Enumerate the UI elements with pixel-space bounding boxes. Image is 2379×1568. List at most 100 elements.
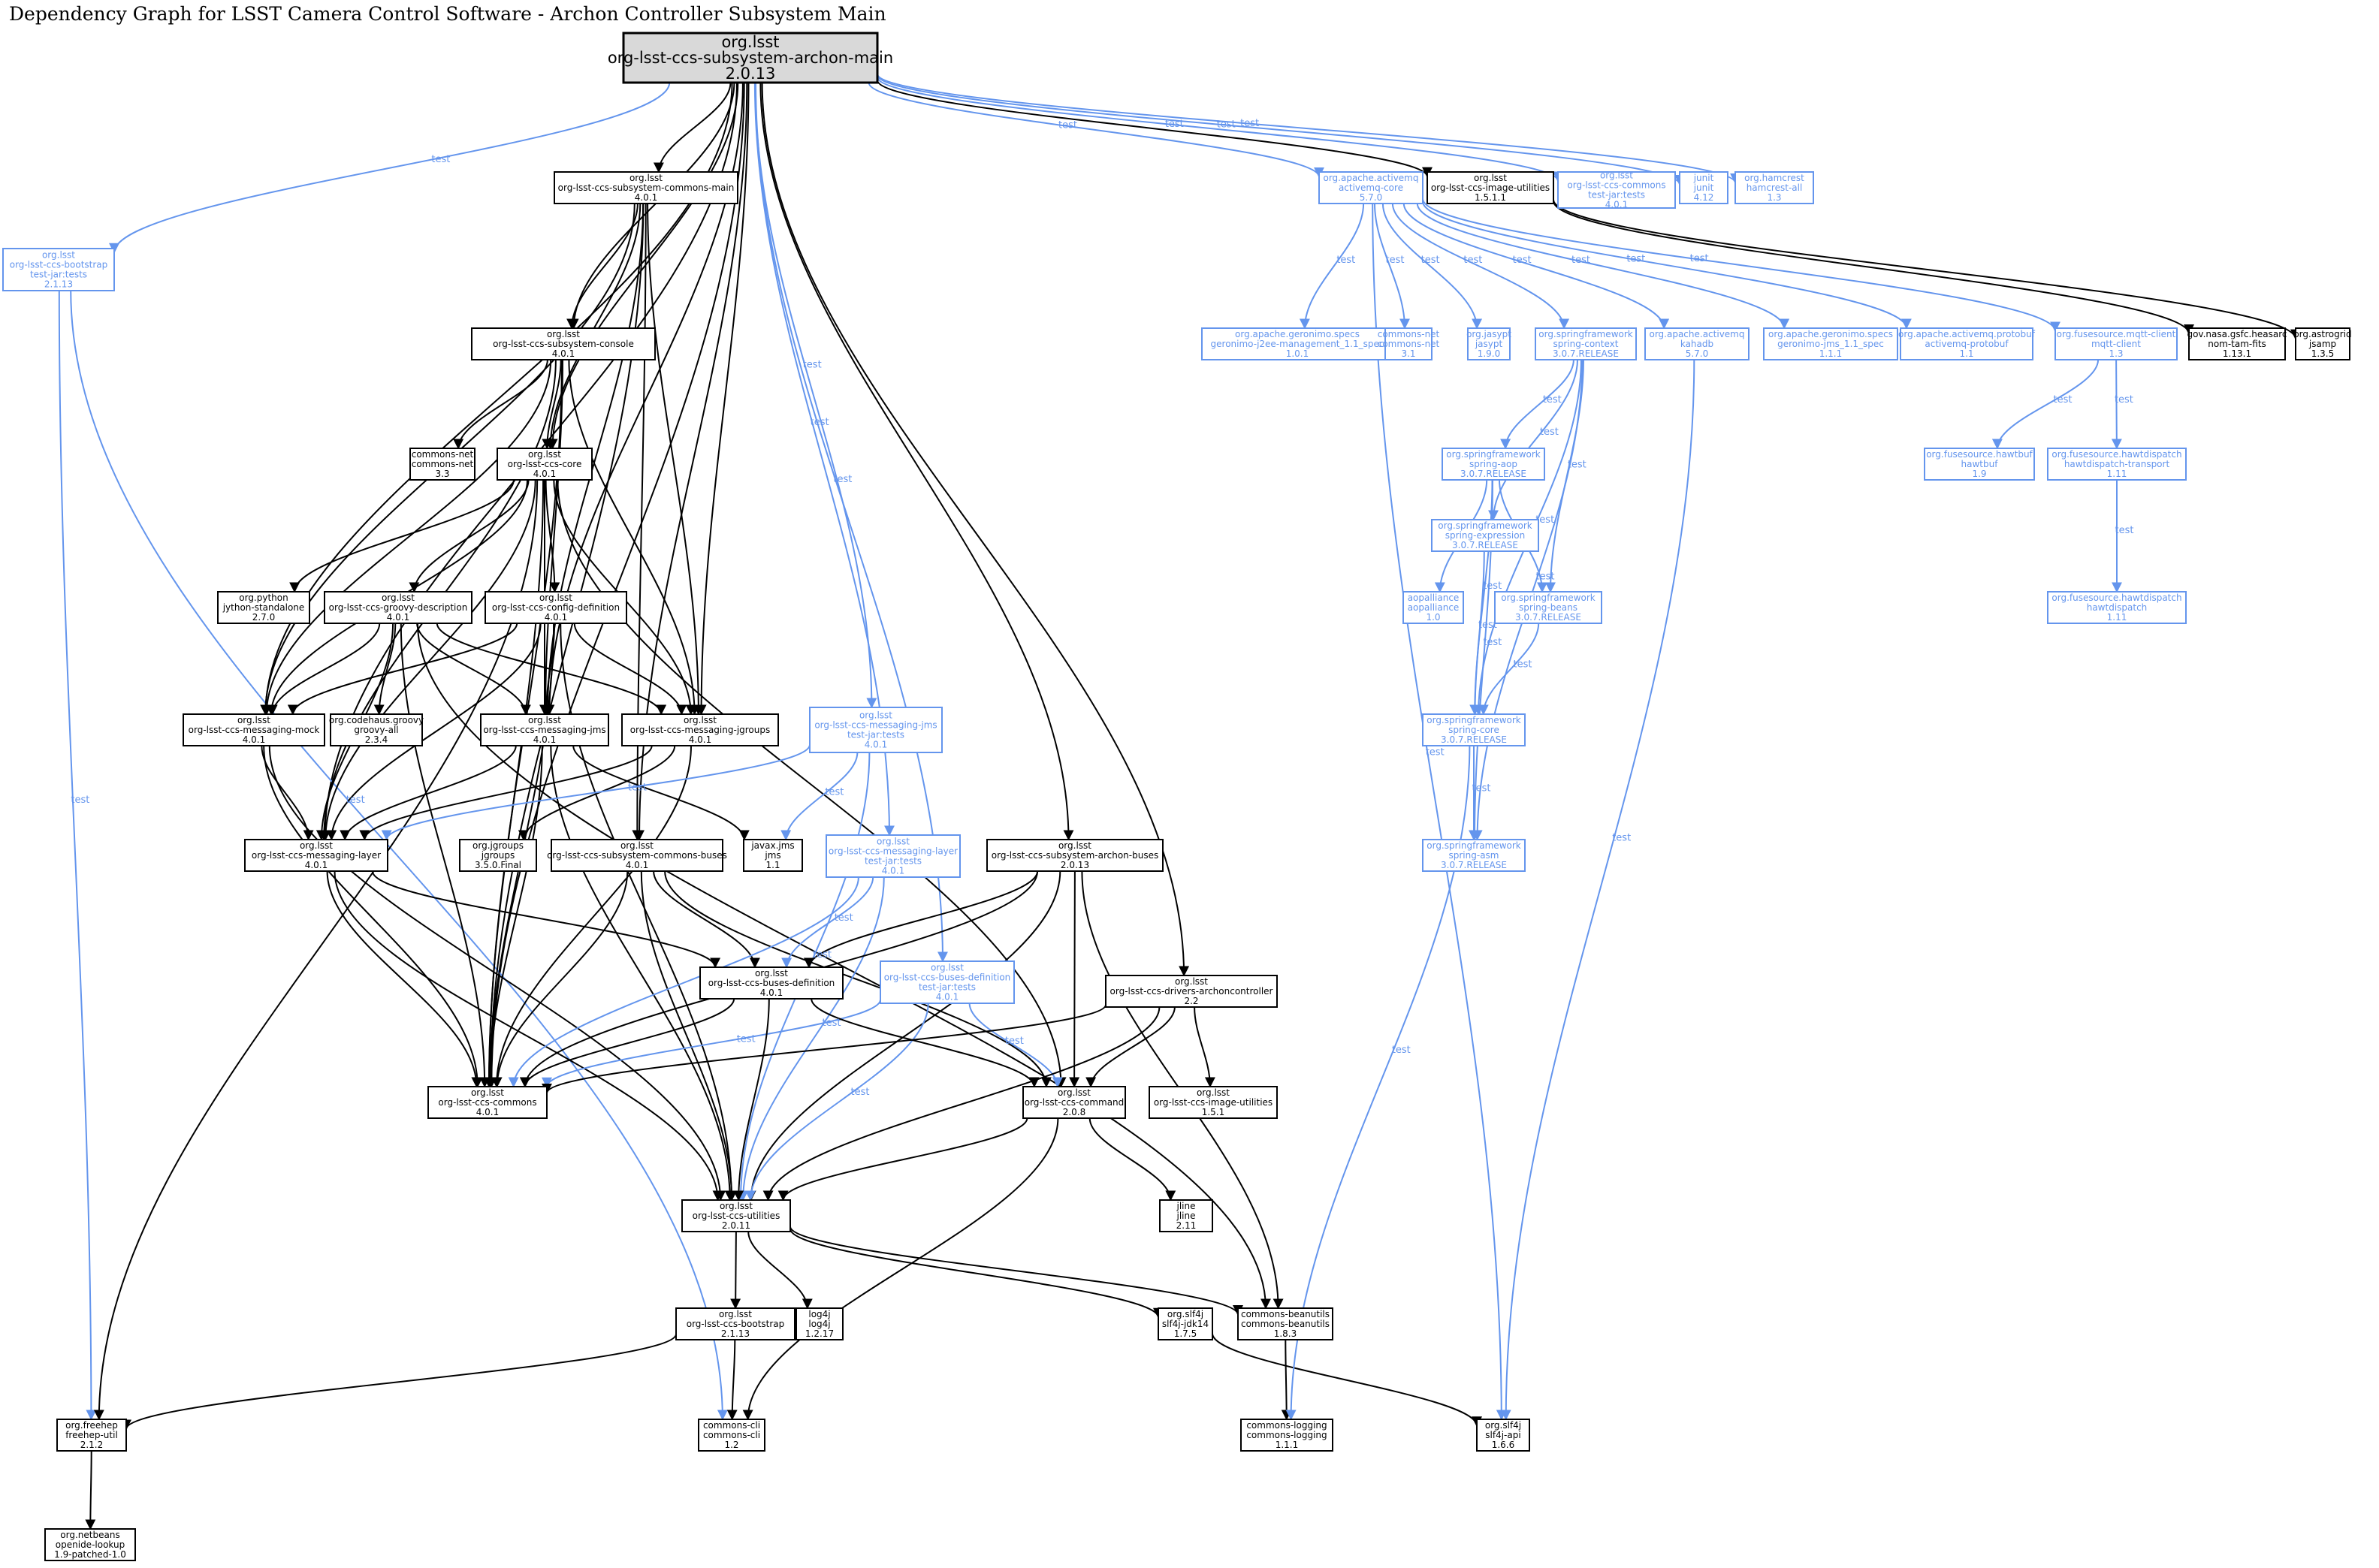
node-box <box>497 448 593 481</box>
edge-label: test <box>1165 119 1184 130</box>
node-label-line: 4.0.1 <box>936 992 959 1003</box>
node-root[interactable]: org.lsstorg-lsst-ccs-subsystem-archon-ma… <box>608 32 893 84</box>
node-label-line: org.springframework <box>1438 520 1532 531</box>
node-box <box>244 839 388 872</box>
node-commons-main[interactable]: org.lsstorg-lsst-ccs-subsystem-commons-m… <box>554 171 738 204</box>
edge-label: test <box>1005 1036 1024 1047</box>
edge-buses-def-to-ccs-command <box>811 998 1040 1088</box>
node-spring-asm[interactable]: org.springframeworkspring-asm3.0.7.RELEA… <box>1422 839 1526 872</box>
node-drivers-archon[interactable]: org.lsstorg-lsst-ccs-drivers-archoncontr… <box>1105 975 1278 1008</box>
node-label-line: test-jar:tests <box>865 856 922 867</box>
node-console[interactable]: org.lsstorg-lsst-ccs-subsystem-console4.… <box>471 327 656 360</box>
node-box <box>1900 327 2033 360</box>
node-bootstrap-tests[interactable]: org.lsstorg-lsst-ccs-bootstraptest-jar:t… <box>2 248 115 291</box>
node-config-def[interactable]: org.lsstorg-lsst-ccs-config-definition4.… <box>485 591 627 624</box>
node-label-line: test-jar:tests <box>30 270 87 280</box>
node-label-line: org-lsst-ccs-buses-definition <box>708 978 835 988</box>
node-img-util-top[interactable]: org.lsstorg-lsst-ccs-image-utilities1.5.… <box>1426 171 1554 204</box>
node-msg-layer-tests[interactable]: org.lsstorg-lsst-ccs-messaging-layertest… <box>826 834 961 878</box>
node-label-line: org.hamcrest <box>1744 173 1804 183</box>
edge-commons-buses-to-ccs-commons <box>491 870 629 1088</box>
node-label-line: org-lsst-ccs-messaging-mock <box>189 725 320 735</box>
edge-spring-aop-to-spring-core <box>1469 479 1493 716</box>
node-geronimo-j2ee[interactable]: org.apache.geronimo.specsgeronimo-j2ee-m… <box>1201 327 1393 360</box>
node-spring-expression[interactable]: org.springframeworkspring-expression3.0.… <box>1431 519 1539 552</box>
node-groovy-desc[interactable]: org.lsstorg-lsst-ccs-groovy-description4… <box>324 591 472 624</box>
edge-root-to-img-util-top <box>877 80 1433 178</box>
node-spring-core[interactable]: org.springframeworkspring-core3.0.7.RELE… <box>1422 713 1526 746</box>
graph-title: Dependency Graph for LSST Camera Control… <box>9 3 886 25</box>
node-spring-context[interactable]: org.springframeworkspring-context3.0.7.R… <box>1535 327 1637 360</box>
node-label-line: 2.11 <box>1176 1220 1197 1231</box>
node-box <box>1494 591 1602 624</box>
node-buses-def[interactable]: org.lsstorg-lsst-ccs-buses-definition4.0… <box>699 966 844 1000</box>
node-netbeans[interactable]: org.netbeansopenide-lookup1.9-patched-1.… <box>44 1528 136 1561</box>
node-hawtdispatch-transport[interactable]: org.fusesource.hawtdispatchhawtdispatch-… <box>2047 448 2187 481</box>
node-ccs-commons-tests[interactable]: org.lsstorg-lsst-ccs-commonstest-jar:tes… <box>1557 170 1676 210</box>
edge-utilities-to-log4j <box>747 1231 813 1310</box>
node-img-util-low[interactable]: org.lsstorg-lsst-ccs-image-utilities1.5.… <box>1149 1086 1278 1119</box>
edge-buses-def-tests-to-ccs-commons <box>542 999 881 1088</box>
node-label-line: 1.9 <box>1972 469 1986 479</box>
node-buses-def-tests[interactable]: org.lsstorg-lsst-ccs-buses-definitiontes… <box>880 960 1015 1004</box>
node-msg-layer[interactable]: org.lsstorg-lsst-ccs-messaging-layer4.0.… <box>244 839 388 872</box>
edge-label: test <box>833 474 852 485</box>
node-spring-aop[interactable]: org.springframeworkspring-aop3.0.7.RELEA… <box>1442 448 1545 481</box>
node-label-line: org.freehep <box>65 1420 118 1431</box>
edge-root-to-commons-main <box>653 82 732 173</box>
edge-label: test <box>1058 120 1077 131</box>
node-label-line: 1.0 <box>1426 612 1440 623</box>
node-label-line: 4.0.1 <box>1605 200 1629 210</box>
node-spring-beans[interactable]: org.springframeworkspring-beans3.0.7.REL… <box>1494 591 1602 624</box>
node-msg-jms-tests[interactable]: org.lsstorg-lsst-ccs-messaging-jmstest-j… <box>809 707 943 753</box>
node-geronimo-jms[interactable]: org.apache.geronimo.specsgeronimo-jms_1.… <box>1763 327 1898 360</box>
node-label-line: commons-logging <box>1246 1420 1327 1431</box>
edge-label: test <box>1240 118 1259 129</box>
node-label-line: spring-beans <box>1519 602 1577 613</box>
node-archon-buses[interactable]: org.lsstorg-lsst-ccs-subsystem-archon-bu… <box>986 839 1164 872</box>
node-label-line: org-lsst-ccs-subsystem-commons-main <box>558 182 735 193</box>
edge-console-to-core <box>542 359 562 450</box>
node-activemq-protobuf[interactable]: org.apache.activemq.protobufactivemq-pro… <box>1898 327 2036 360</box>
node-label-line: org.springframework <box>1446 449 1541 460</box>
edge-label: test <box>1421 255 1440 266</box>
edge-label: test <box>1483 580 1502 592</box>
node-hawtdispatch[interactable]: org.fusesource.hawtdispatchhawtdispatch1… <box>2047 591 2187 624</box>
node-commons-buses[interactable]: org.lsstorg-lsst-ccs-subsystem-commons-b… <box>547 839 727 872</box>
node-label-line: org.springframework <box>1501 593 1596 603</box>
edge-activemq-core-to-jasypt <box>1381 203 1483 330</box>
node-box <box>2047 448 2187 481</box>
node-msg-jgroups[interactable]: org.lsstorg-lsst-ccs-messaging-jgroups4.… <box>621 713 779 746</box>
